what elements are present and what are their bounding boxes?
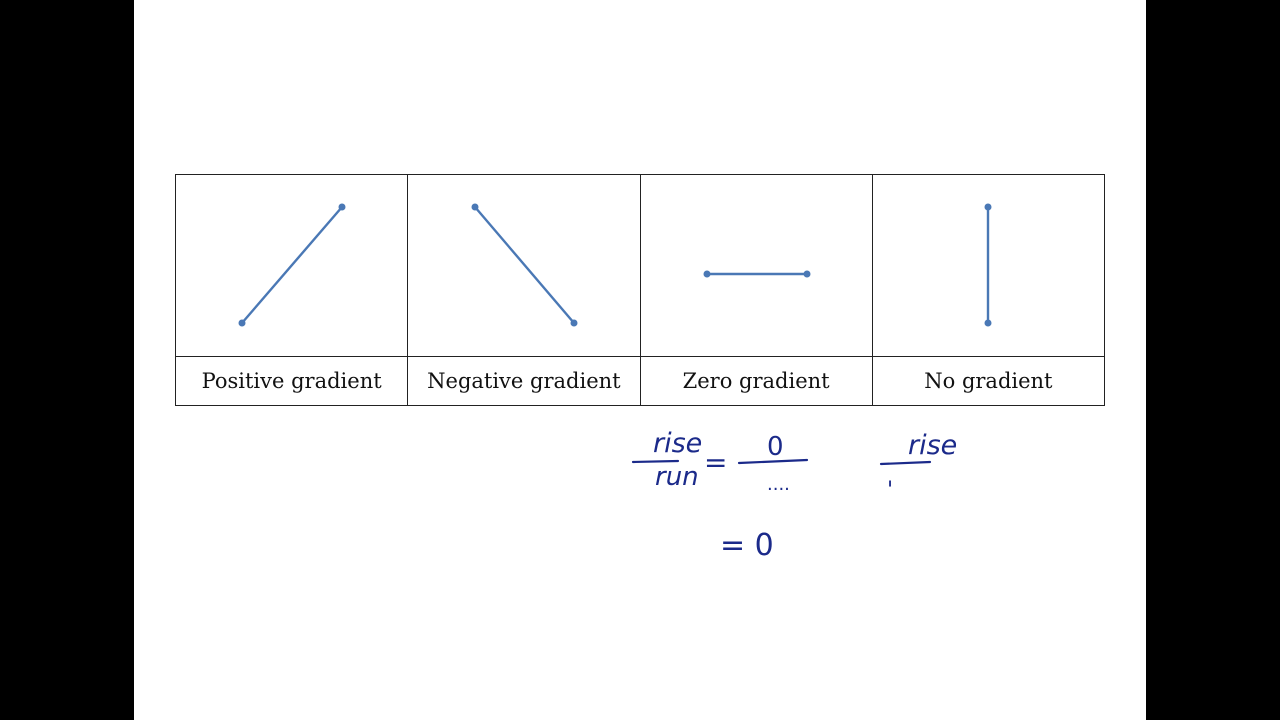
positive-gradient-label: Positive gradient	[174, 356, 409, 406]
no-gradient-label: No gradient	[871, 356, 1106, 406]
zero-gradient-label: Zero gradient	[639, 356, 873, 406]
negative-gradient-start-point	[471, 203, 479, 211]
negative-gradient-end-point	[570, 319, 578, 327]
no-gradient-start-point	[984, 203, 992, 211]
positive-gradient-end-point	[338, 203, 346, 211]
zero-gradient-diagram	[703, 270, 810, 278]
zero-gradient-end-point	[803, 270, 810, 278]
no-gradient-cell	[871, 174, 1106, 357]
positive-gradient-start-point	[238, 319, 246, 327]
label-row: Positive gradient Negative gradient Zero…	[174, 356, 1106, 406]
negative-gradient-line	[474, 206, 576, 324]
slide: Positive gradient Negative gradient Zero…	[134, 0, 1146, 720]
no-gradient-diagram	[984, 203, 992, 327]
negative-gradient-label: Negative gradient	[407, 356, 641, 406]
no-gradient-end-point	[984, 319, 992, 327]
zero-denominator-dots: ....	[767, 474, 790, 495]
fraction-bar-2	[737, 458, 809, 465]
gradient-table: Positive gradient Negative gradient Zero…	[174, 174, 1106, 406]
negative-gradient-diagram	[471, 203, 578, 327]
negative-gradient-cell	[407, 174, 641, 357]
zero-gradient-start-point	[703, 270, 710, 278]
equals-sign-1: =	[704, 446, 727, 479]
second-fraction-denominator-mark: '	[887, 478, 893, 503]
zero-numerator: 0	[767, 432, 784, 462]
equals-zero-result: = 0	[720, 528, 774, 563]
positive-gradient-diagram	[238, 203, 346, 327]
positive-gradient-cell	[174, 174, 409, 357]
positive-gradient-line	[241, 206, 343, 324]
fraction-numerator-rise: rise	[653, 428, 702, 459]
fraction-denominator-run: run	[655, 462, 699, 492]
fraction-bar-1	[631, 459, 680, 464]
fraction-bar-3	[879, 460, 932, 466]
second-fraction-numerator-rise: rise	[908, 430, 957, 461]
zero-gradient-cell	[639, 174, 873, 357]
diagram-row	[174, 174, 1106, 357]
